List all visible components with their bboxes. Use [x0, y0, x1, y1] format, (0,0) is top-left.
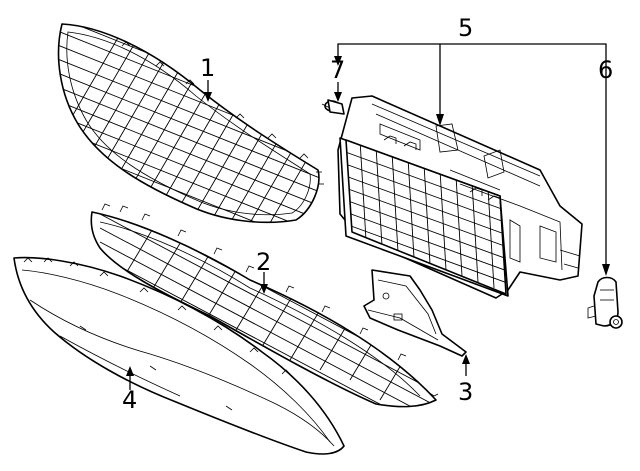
- callout-7: 7: [330, 56, 345, 84]
- shutter-assembly: [337, 95, 583, 299]
- bracket: [363, 269, 467, 357]
- actuator-motor: [587, 276, 623, 329]
- callout-3: 3: [458, 378, 473, 406]
- callout-2: 2: [256, 248, 271, 276]
- callout-6: 6: [598, 56, 613, 84]
- callout-5: 5: [458, 14, 473, 42]
- callout-1: 1: [200, 54, 215, 82]
- lower-trim-panel: [13, 256, 345, 455]
- push-pin-clip: [321, 99, 345, 115]
- leader-lines: [126, 43, 610, 390]
- callout-4: 4: [122, 386, 137, 414]
